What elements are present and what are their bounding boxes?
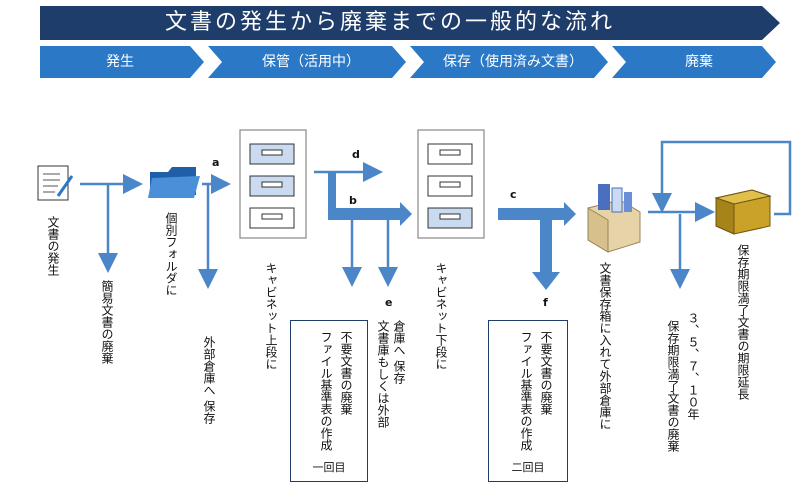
- stage-label-3: 保存（使用済み文書）: [443, 54, 583, 70]
- thick-arrows: [328, 172, 576, 290]
- label-external-storage: 外部倉庫へ 保存: [202, 336, 216, 424]
- document-icon: [37, 165, 74, 201]
- label-f: f: [543, 296, 548, 309]
- stage-label-2: 保管（活用中）: [262, 54, 360, 70]
- label-extension: 保存期限満了文書の期限延長: [736, 244, 750, 400]
- box1-line2: ファイル基準表の作成: [319, 331, 333, 451]
- label-box-to-external: 文書保存箱に入れて外部倉庫に: [598, 262, 612, 430]
- stage-chevron-2: [208, 46, 406, 78]
- label-doc-origin: 文書の発生: [46, 216, 60, 276]
- label-a: a: [212, 156, 220, 169]
- box2-line1: 不要文書の廃棄: [539, 331, 553, 415]
- review-box-2: 不要文書の廃棄 ファイル基準表の作成 二回目: [488, 320, 568, 482]
- label-warehouse-2: 文書庫もしくは外部: [376, 320, 390, 428]
- title-banner: [40, 6, 780, 40]
- stage-chevron-3: [410, 46, 608, 78]
- flow-arrows: [80, 140, 792, 289]
- label-e: e: [385, 296, 393, 309]
- label-retention-years: ３、５、７、１０年: [686, 312, 700, 420]
- stage-label-1: 発生: [106, 54, 134, 70]
- stage-chevron-4: [612, 46, 776, 78]
- page-title: 文書の発生から廃棄までの一般的な流れ: [164, 10, 615, 35]
- label-c: c: [510, 188, 517, 201]
- folder-icon: [148, 167, 200, 198]
- label-expired-discard: 保存期限満了文書の廃棄: [666, 320, 680, 452]
- label-cabinet-lower: キャビネット下段に: [434, 262, 448, 370]
- stage-label-4: 廃棄: [685, 54, 713, 70]
- review-box-1: 不要文書の廃棄 ファイル基準表の作成 一回目: [290, 320, 368, 482]
- label-b: b: [349, 194, 357, 207]
- stage-chevron-1: [40, 46, 204, 78]
- label-d: d: [352, 148, 360, 161]
- cabinet-lower-icon: [417, 129, 485, 239]
- box2-line2: ファイル基準表の作成: [519, 331, 533, 451]
- archive-box-icon: [714, 189, 772, 235]
- label-simple-discard: 簡易文書の廃棄: [100, 280, 114, 364]
- box2-footer: 二回目: [511, 461, 545, 474]
- label-individual-folder: 個別フォルダに: [164, 212, 178, 296]
- box1-footer: 一回目: [312, 461, 346, 474]
- storage-box-icon: [587, 184, 641, 253]
- label-cabinet-upper: キャビネット上段に: [264, 262, 278, 370]
- label-warehouse-1: 倉庫へ 保存: [392, 320, 406, 384]
- box1-line1: 不要文書の廃棄: [339, 331, 353, 415]
- cabinet-upper-icon: [239, 129, 307, 239]
